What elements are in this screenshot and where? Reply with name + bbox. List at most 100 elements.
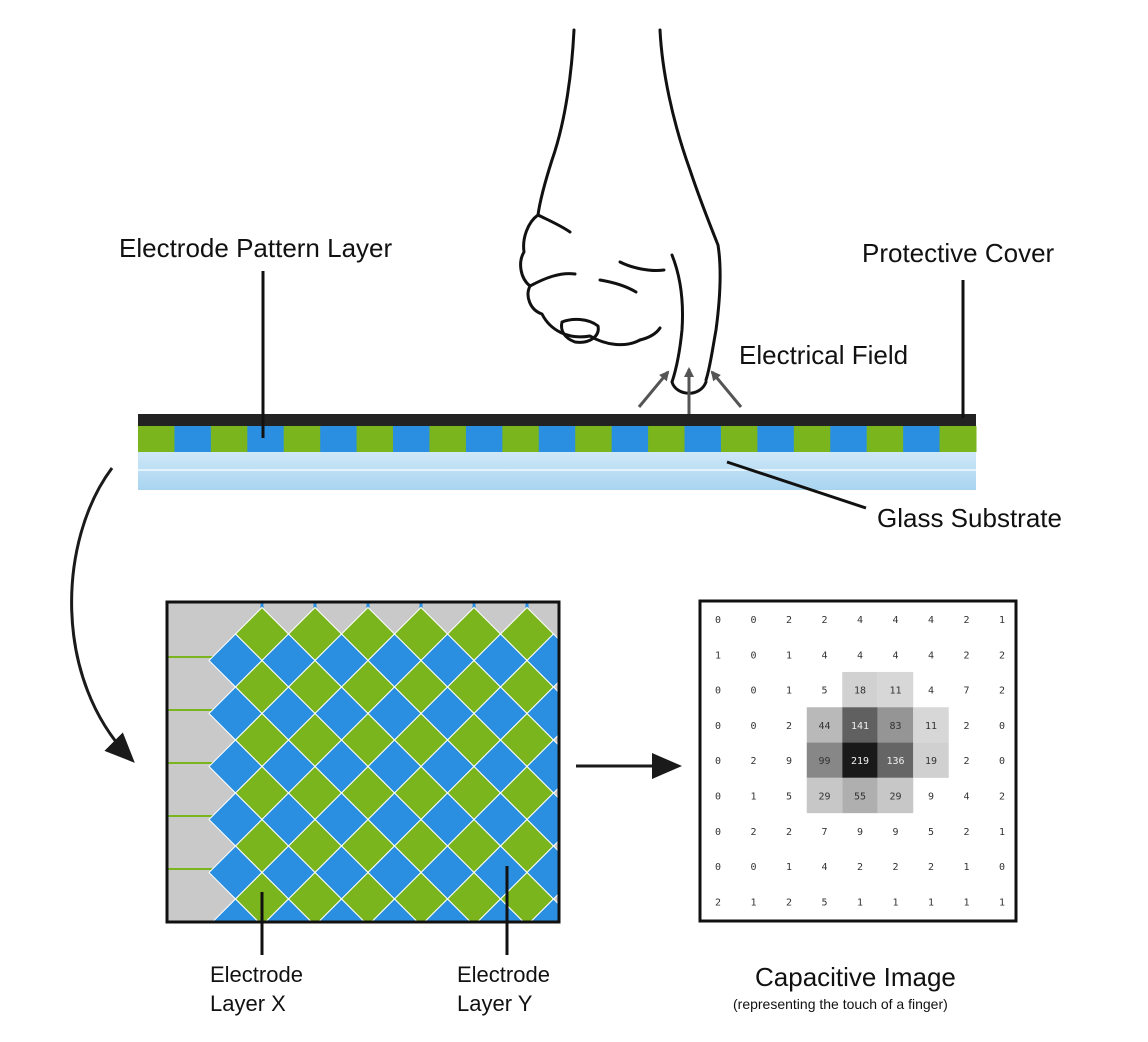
electrode-strip-segment [757,426,795,452]
capacitive-cell-value: 2 [928,862,934,873]
capacitive-cell-value: 141 [851,721,869,732]
electrode-diamond-grid [167,602,559,922]
capacitive-cell-shade [877,707,914,743]
capacitive-cell-value: 9 [786,756,792,767]
capacitive-cell-value: 1 [999,615,1005,626]
capacitive-cell-shade [842,707,878,743]
electrode-panel-border [165,600,561,924]
capacitive-cell-value: 1 [999,827,1005,838]
capacitive-cell-value: 0 [715,615,721,626]
capacitive-cell-value: 219 [851,756,869,767]
capacitive-cell-value: 1 [928,897,934,908]
capacitive-cell-value: 99 [818,756,830,767]
electrode-strip-segment [429,426,467,452]
capacitive-cell-shade [806,707,843,743]
capacitive-cell-value: 2 [963,721,969,732]
capacitive-cell-value: 7 [821,827,827,838]
capacitive-cell-value: 0 [715,686,721,697]
electrode-strip-segment [502,426,540,452]
protective-cover-label: Protective Cover [862,238,1055,268]
capacitive-cell-shade [842,671,878,708]
electrode-strip-segment [283,426,321,452]
curved-arrow [70,467,135,763]
capacitive-cell-value: 29 [889,792,901,803]
electrode-diamond [264,898,313,922]
capacitive-cell-value: 2 [999,650,1005,661]
electrode-strip-segment [393,426,430,452]
capacitive-cell-value: 1 [963,897,969,908]
electrode-diamond [499,871,555,922]
capacitive-cell-value: 4 [928,650,934,661]
capacitive-cell-value: 11 [925,721,937,732]
capacitive-cell-value: 2 [750,827,756,838]
electrode-strip-segment [648,426,686,452]
electrode-layer-y-label-line1: Electrode [457,962,550,987]
capacitive-cell-value: 1 [750,897,756,908]
electrode-strip-segment [247,426,285,452]
electrode-diamond [317,898,366,922]
electrode-layer-y-label-line2: Layer Y [457,991,533,1016]
capacitive-cell-value: 4 [857,650,863,661]
electrode-diamond [393,871,449,922]
electrode-diamond [287,871,343,922]
capacitive-cell-value: 11 [889,686,901,697]
capacitive-cell-value: 0 [750,862,756,873]
capacitive-cell-shade [913,742,949,778]
hand-illustration [519,28,722,395]
electrode-diamond [423,898,472,922]
electrode-strip-segment [611,426,649,452]
capacitive-cell-value: 2 [786,615,792,626]
capacitive-cell-value: 0 [750,686,756,697]
capacitive-cell-value: 0 [715,721,721,732]
capacitive-cell-value: 0 [750,615,756,626]
capacitive-cell-value: 4 [928,686,934,697]
capacitive-cell-value: 2 [963,615,969,626]
electrode-strip-segment [174,426,212,452]
capacitive-cell-value: 1 [786,862,792,873]
electrode-strip-segment [320,426,358,452]
capacitive-cell-value: 1 [750,792,756,803]
capacitive-cell-value: 0 [999,756,1005,767]
glass-substrate-leader [726,460,867,510]
electrode-diamond [476,898,525,922]
electrode-strip-segment [575,426,613,452]
capacitive-cell-value: 18 [854,686,866,697]
capacitive-cell-value: 0 [715,792,721,803]
capacitive-cell-shade [877,777,914,814]
capacitive-cell-value: 4 [821,862,827,873]
electrode-strip-segment [684,426,722,452]
capacitive-cell-value: 5 [821,897,827,908]
capacitive-cell-value: 9 [928,792,934,803]
capacitive-cell-value: 0 [715,862,721,873]
electrode-diamond [340,871,396,922]
electrode-strip-segment [538,426,576,452]
capacitive-cell-value: 2 [999,686,1005,697]
electrode-strip-segment [210,426,248,452]
capacitive-cell-value: 2 [786,721,792,732]
capacitive-cell-shade [806,777,843,814]
capacitive-cell-value: 4 [928,615,934,626]
capacitive-cell-value: 0 [715,827,721,838]
capacitive-cell-value: 0 [750,650,756,661]
capacitive-image-title: Capacitive Image [755,962,956,992]
capacitive-cell-value: 4 [892,615,898,626]
electrode-diamond [529,898,559,922]
capacitive-cell-value: 2 [963,827,969,838]
glass-substrate-label: Glass Substrate [877,503,1062,533]
capacitive-cell-shade [842,777,878,814]
electrode-strip-segment [903,426,941,452]
capacitive-cell-value: 0 [750,721,756,732]
capacitive-cell-value: 2 [963,756,969,767]
capacitive-cell-value: 1 [963,862,969,873]
electrode-diamond [211,898,260,922]
capacitive-cell-value: 136 [886,756,904,767]
capacitive-cell-value: 4 [821,650,827,661]
capacitive-cell-value: 2 [750,756,756,767]
capacitive-cell-shade [913,707,949,743]
capacitive-cell-value: 9 [857,827,863,838]
electrode-diamond [370,898,419,922]
capacitive-cell-value: 4 [892,650,898,661]
capacitive-cell-value: 2 [786,897,792,908]
